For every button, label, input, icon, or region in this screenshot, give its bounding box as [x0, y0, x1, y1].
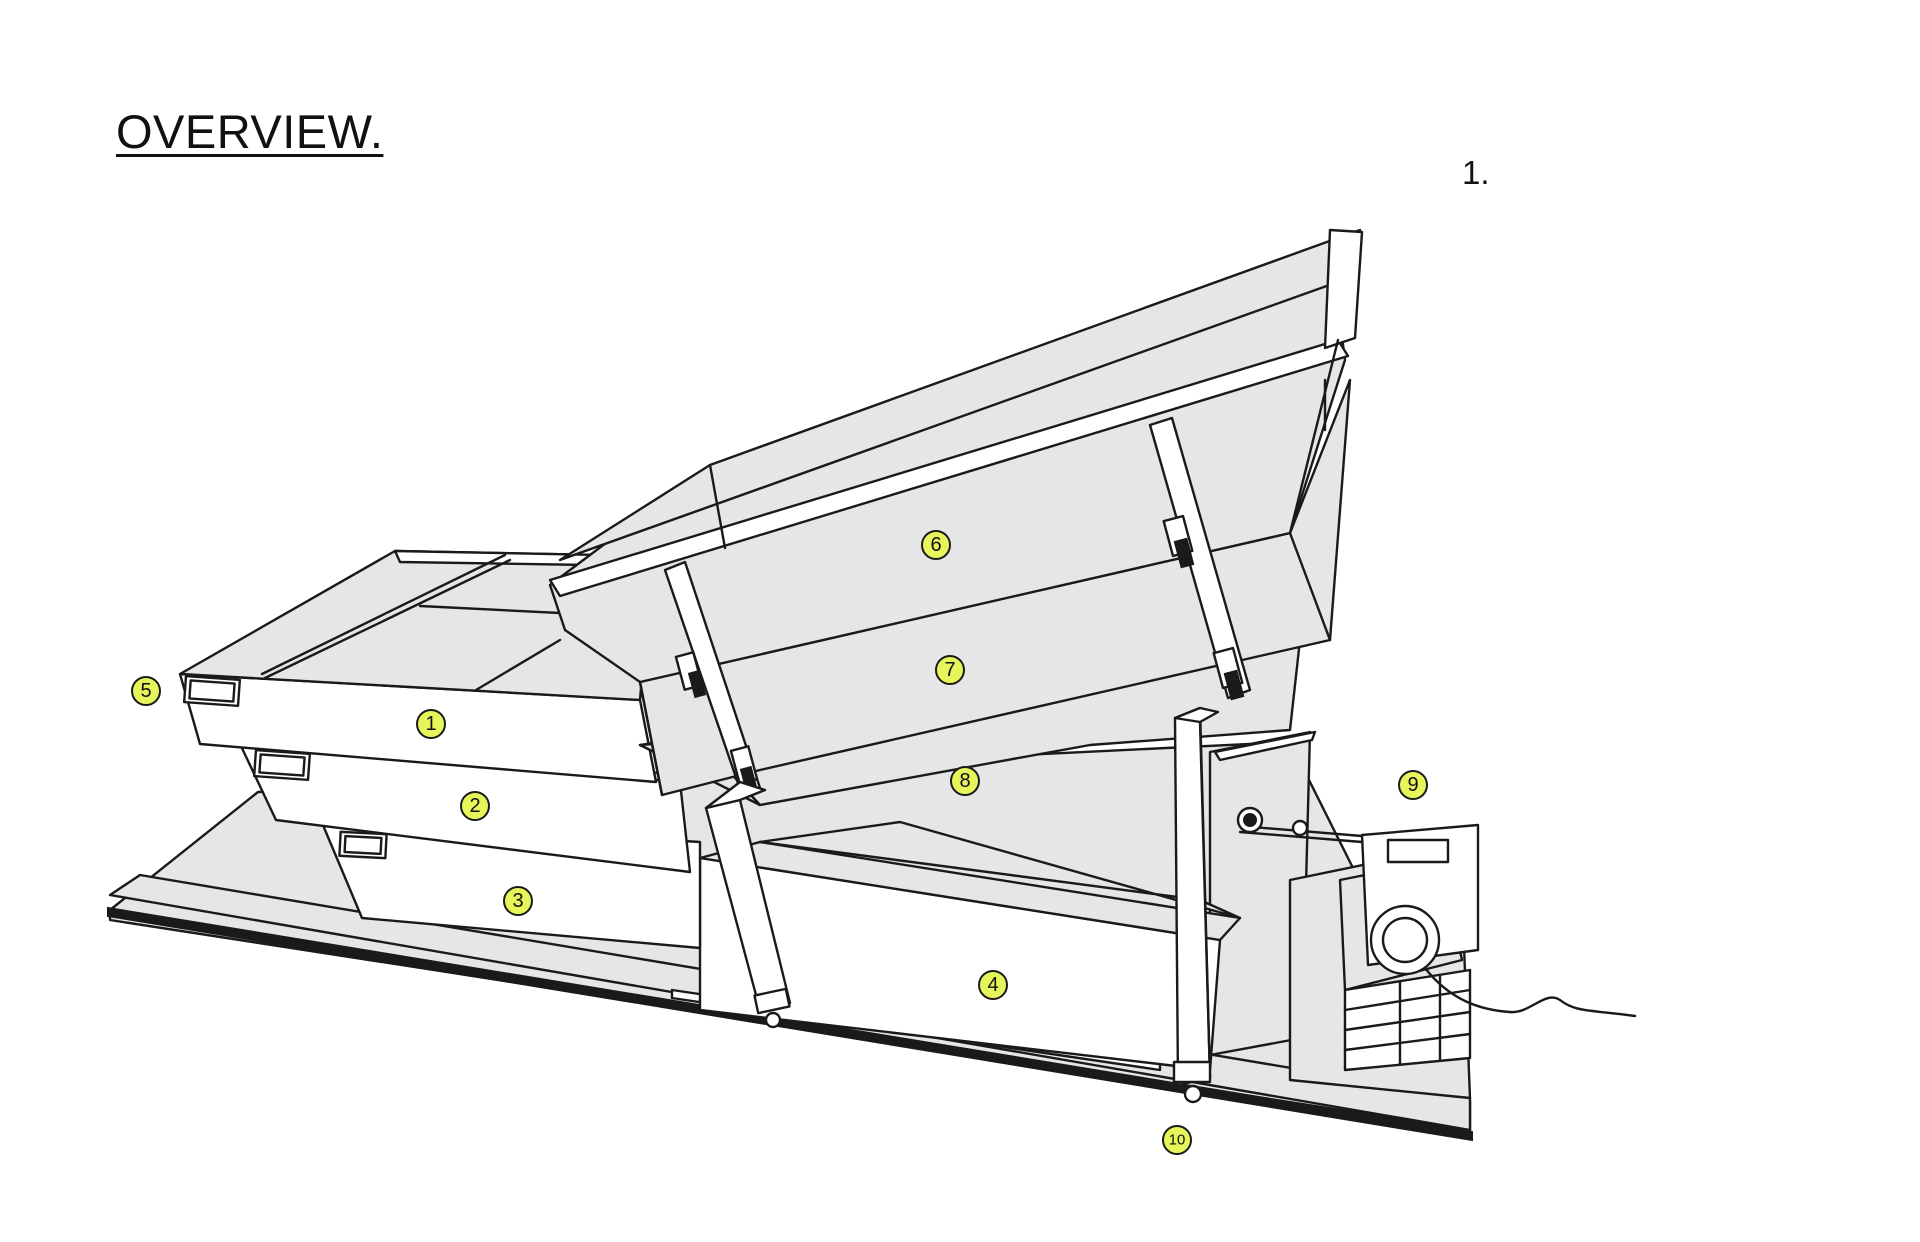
latch-strap-left — [663, 560, 762, 797]
callout-3: 3 — [503, 886, 533, 916]
callout-4: 4 — [978, 970, 1008, 1000]
callout-10: 10 — [1162, 1125, 1192, 1155]
svg-text:3: 3 — [512, 890, 523, 912]
callout-7: 7 — [935, 655, 965, 685]
callout-8: 8 — [950, 766, 980, 796]
svg-text:8: 8 — [959, 770, 970, 792]
page-number: 1. — [1462, 154, 1490, 191]
svg-text:10: 10 — [1169, 1132, 1186, 1149]
support-leg-left — [704, 780, 792, 1029]
svg-text:2: 2 — [469, 795, 480, 817]
svg-text:5: 5 — [140, 680, 151, 702]
page-title: OVERVIEW. — [116, 105, 384, 158]
svg-text:4: 4 — [987, 974, 998, 996]
callout-5: 5 — [131, 676, 161, 706]
latch-strap-right — [1148, 416, 1252, 701]
motor-assembly — [1236, 806, 1637, 1072]
svg-text:1: 1 — [425, 713, 436, 735]
callout-6: 6 — [921, 530, 951, 560]
support-leg-right — [1172, 706, 1220, 1104]
callout-1: 1 — [416, 709, 446, 739]
svg-text:6: 6 — [930, 534, 941, 556]
callout-2: 2 — [460, 791, 490, 821]
svg-text:9: 9 — [1407, 774, 1418, 796]
tray-6 — [548, 228, 1364, 684]
svg-text:7: 7 — [944, 659, 955, 681]
callout-9: 9 — [1398, 770, 1428, 800]
lower-bin-4 — [698, 820, 1242, 1072]
